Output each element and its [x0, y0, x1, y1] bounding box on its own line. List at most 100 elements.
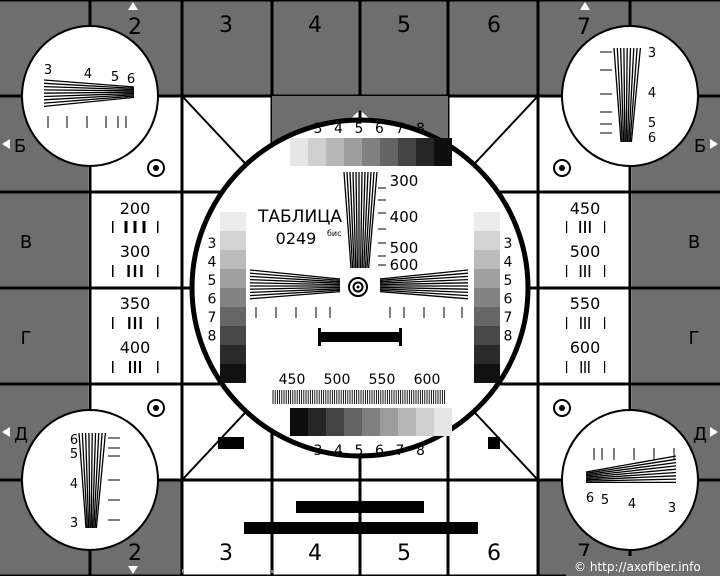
right-wedge-line [379, 278, 469, 284]
triangle-left-top [2, 139, 10, 149]
right-row-label: Д [693, 424, 707, 445]
right-row-label: Б [694, 136, 706, 157]
corner-wedge-tr [619, 47, 625, 143]
grey-step-bottom [380, 408, 398, 436]
left-wedge-line [249, 278, 341, 284]
side-number-right: 5 [504, 273, 513, 289]
left-wedge-line [249, 288, 341, 294]
resolution-bars-left [133, 265, 137, 277]
grey-number-bottom: 3 [314, 443, 323, 459]
resolution-bars-right [584, 221, 586, 233]
bottom-bar-long [244, 522, 478, 534]
grey-step-top [434, 138, 452, 166]
corner-label-bl: 3 [70, 516, 78, 531]
grey-step-top [326, 138, 344, 166]
grey-step-top [308, 138, 326, 166]
corner-wedge-br [585, 465, 677, 477]
grey-step-right [474, 250, 500, 269]
resolution-label-left: 400 [120, 338, 151, 357]
grey-step-bottom [434, 408, 452, 436]
triangle-right-bottom [710, 427, 718, 437]
bottom-col-label: 4 [308, 541, 322, 566]
corner-wedge-bl [95, 432, 107, 529]
top-col-label: 6 [487, 13, 501, 38]
resolution-bars-left [139, 317, 142, 329]
target-icon-br [553, 399, 571, 417]
corner-wedge-tl [43, 79, 135, 88]
resolution-label-left: 200 [120, 199, 151, 218]
corner-wedge-tr [626, 47, 632, 143]
bottom-col-label: 6 [487, 541, 501, 566]
resolution-bars-right [588, 317, 590, 329]
resolution-bars-left [133, 317, 137, 329]
right-wedge-line [379, 290, 469, 300]
watermark-copyright: © http://axofiber.info [574, 560, 701, 574]
corner-wedge-br [585, 455, 677, 473]
vertical-wedge-line [346, 171, 354, 269]
grey-number-bottom: 6 [375, 443, 384, 459]
center-target-icon [348, 277, 368, 297]
corner-label-br: 6 [586, 491, 594, 506]
horizontal-scale-label: 450 [279, 372, 306, 388]
resolution-bars-right [584, 317, 586, 329]
side-number-left: 7 [208, 310, 217, 326]
side-number-left: 8 [208, 329, 217, 345]
resolution-bars-right [584, 265, 586, 277]
vertical-wedge-line [361, 171, 366, 269]
corner-wedge-bl [91, 432, 97, 529]
top-col-label: 5 [397, 13, 411, 38]
corner-wedge-tr [623, 47, 626, 143]
triangle-top-right [580, 2, 590, 10]
chart-number: 0249 [276, 229, 317, 248]
target-icons [147, 159, 571, 417]
resolution-bars-left [127, 265, 130, 277]
vertical-wedge-line [363, 171, 369, 269]
resolution-bars-right [588, 221, 591, 233]
resolution-label-right: 500 [570, 242, 601, 261]
corner-wedge-tr [616, 47, 623, 143]
grey-step-top [362, 138, 380, 166]
target-icon-tr [553, 159, 571, 177]
left-wedge-line [249, 275, 341, 283]
corner-wedge-br [585, 475, 677, 481]
vertical-scale-label: 600 [390, 256, 419, 274]
resolution-bars-left [129, 361, 131, 373]
triangle-left-bottom [2, 427, 10, 437]
grey-step-top [380, 138, 398, 166]
corner-wedge-tr [613, 47, 622, 143]
vertical-scale-label: 300 [390, 172, 419, 190]
vertical-wedge-line [352, 171, 357, 269]
grey-step-bottom [344, 408, 362, 436]
resolution-bars-left [133, 221, 137, 233]
resolution-bars-left [140, 265, 143, 277]
grey-step-left [220, 326, 246, 345]
corner-wedge-tl [43, 96, 135, 108]
corner-wedge-tl [43, 92, 135, 98]
grey-step-right [474, 231, 500, 250]
resolution-bars-right [588, 265, 591, 277]
corner-wedge-bl [81, 432, 88, 529]
corner-wedge-bl [90, 432, 93, 529]
grey-step-right [474, 307, 500, 326]
grey-step-bottom [416, 408, 434, 436]
left-row-label: Д [14, 424, 28, 445]
resolution-bars-right [579, 265, 582, 277]
corner-label-tl: 4 [84, 67, 92, 82]
resolution-bars-left [142, 221, 146, 233]
corner-label-tl: 6 [127, 72, 135, 87]
bottom-col-label: 5 [397, 541, 411, 566]
left-row-label: Г [21, 328, 32, 349]
corner-wedge-tr [625, 47, 628, 143]
corner-wedge-tl [43, 95, 135, 104]
grey-step-right [474, 288, 500, 307]
corner-wedge-br [585, 471, 677, 480]
corner-label-tr: 5 [648, 116, 656, 131]
horizontal-scale-label: 550 [369, 372, 396, 388]
left-wedge-line [249, 282, 341, 286]
corner-wedge-tl [43, 91, 135, 94]
grey-step-left [220, 288, 246, 307]
grey-step-top [290, 138, 308, 166]
bottom-bar-short [296, 501, 424, 513]
resolution-label-right: 600 [570, 338, 601, 357]
resolution-label-right: 550 [570, 294, 601, 313]
